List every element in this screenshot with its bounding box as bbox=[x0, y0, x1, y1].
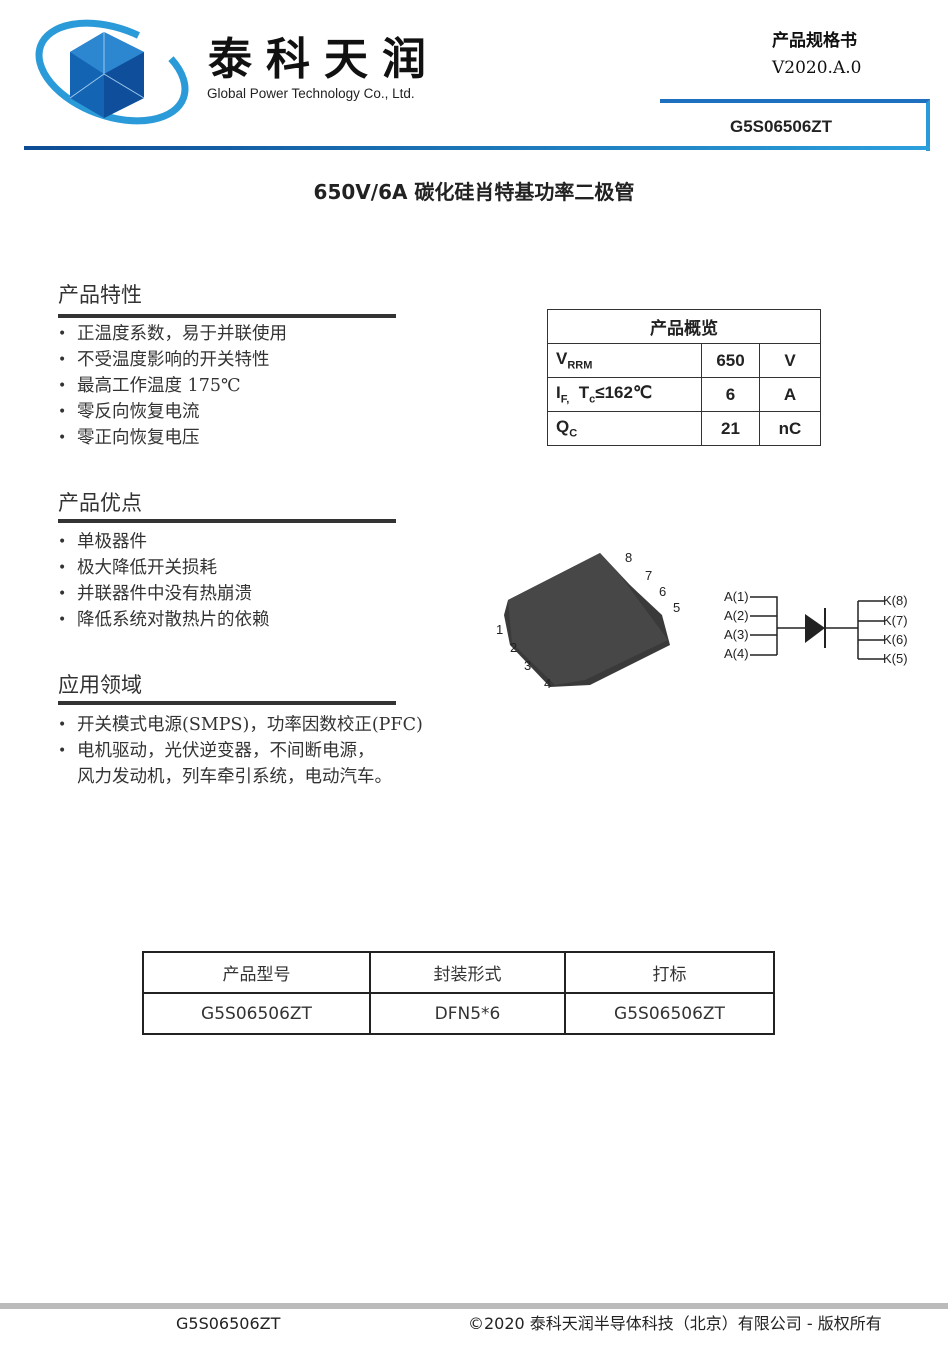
param-subscript: F, bbox=[560, 393, 570, 406]
company-name-cn: 泰科天润 bbox=[208, 34, 440, 85]
list-item: 并联器件中没有热崩溃 bbox=[58, 581, 270, 607]
list-item: 风力发动机，列车牵引系统，电动汽车。 bbox=[77, 767, 392, 787]
table-header-row: 产品型号 封装形式 打标 bbox=[142, 951, 775, 994]
anode-label: A(2) bbox=[724, 608, 749, 623]
value-cell: 650 bbox=[701, 343, 760, 378]
cathode-label: K(8) bbox=[883, 593, 908, 608]
list-item: 零正向恢复电压 bbox=[58, 425, 287, 451]
param-condition: ≤162℃ bbox=[595, 383, 653, 403]
pin-label: 3 bbox=[524, 658, 532, 673]
column-header: 产品型号 bbox=[142, 951, 371, 994]
param-cell: IF, Tc≤162℃ bbox=[547, 377, 702, 412]
pin-label: 7 bbox=[645, 568, 653, 583]
unit-cell: A bbox=[759, 377, 821, 412]
table-row: QC 21 nC bbox=[547, 411, 821, 446]
param-cell: QC bbox=[547, 411, 702, 446]
part-number: G5S06506ZT bbox=[730, 117, 833, 136]
column-header: 打标 bbox=[564, 951, 775, 994]
list-item: 电机驱动，光伏逆变器，不间断电源， bbox=[58, 738, 423, 764]
param-symbol: Q bbox=[556, 417, 570, 437]
table-row: G5S06506ZT DFN5*6 G5S06506ZT bbox=[142, 992, 775, 1035]
divider bbox=[58, 701, 396, 705]
list-item: 正温度系数，易于并联使用 bbox=[58, 321, 287, 347]
version: V2020.A.0 bbox=[772, 58, 862, 78]
list-item: 零反向恢复电流 bbox=[58, 399, 287, 425]
order-table: 产品型号 封装形式 打标 G5S06506ZT DFN5*6 G5S06506Z… bbox=[142, 951, 775, 1035]
anode-label: A(4) bbox=[724, 646, 749, 661]
table-cell: G5S06506ZT bbox=[564, 992, 775, 1035]
pin-label: 5 bbox=[673, 600, 681, 615]
logo-cube-icon bbox=[35, 19, 189, 125]
header-divider bbox=[24, 146, 930, 150]
table-row: IF, Tc≤162℃ 6 A bbox=[547, 377, 821, 412]
param-subscript: c bbox=[589, 393, 596, 406]
applications-list: 开关模式电源(SMPS)，功率因数校正(PFC) 电机驱动，光伏逆变器，不间断电… bbox=[58, 712, 423, 790]
table-cell: G5S06506ZT bbox=[142, 992, 371, 1035]
pin-label: 4 bbox=[544, 676, 552, 691]
unit-cell: V bbox=[759, 343, 821, 378]
list-item: 开关模式电源(SMPS)，功率因数校正(PFC) bbox=[58, 712, 423, 738]
list-item: 降低系统对散热片的依赖 bbox=[58, 607, 270, 633]
column-header: 封装形式 bbox=[369, 951, 566, 994]
value-cell: 6 bbox=[701, 377, 760, 412]
cathode-label: K(6) bbox=[883, 632, 908, 647]
doc-type: 产品规格书 bbox=[772, 31, 857, 51]
cathode-label: K(5) bbox=[883, 651, 908, 666]
param-symbol: V bbox=[556, 349, 568, 369]
package-image bbox=[504, 553, 670, 687]
table-row: VRRM 650 V bbox=[547, 343, 821, 378]
diode-schematic-icon bbox=[750, 596, 885, 660]
company-name-en: Global Power Technology Co., Ltd. bbox=[207, 86, 415, 101]
divider bbox=[58, 519, 396, 523]
list-item: 极大降低开关损耗 bbox=[58, 555, 270, 581]
param-subscript: RRM bbox=[567, 359, 593, 372]
param-subscript: C bbox=[569, 427, 578, 440]
pin-label: 2 bbox=[510, 640, 518, 655]
anode-label: A(3) bbox=[724, 627, 749, 642]
overview-heading: 产品概览 bbox=[547, 309, 821, 344]
unit-cell: nC bbox=[759, 411, 821, 446]
param-cell: VRRM bbox=[547, 343, 702, 378]
divider bbox=[58, 314, 396, 318]
pin-label: 8 bbox=[625, 550, 633, 565]
value-cell: 21 bbox=[701, 411, 760, 446]
footer-copyright: ©2020 泰科天润半导体科技（北京）有限公司 - 版权所有 bbox=[468, 1314, 882, 1333]
applications-heading: 应用领域 bbox=[58, 673, 142, 697]
list-item: 最高工作温度 175℃ bbox=[58, 373, 287, 399]
param-symbol: I bbox=[556, 383, 561, 403]
features-list: 正温度系数，易于并联使用 不受温度影响的开关特性 最高工作温度 175℃ 零反向… bbox=[58, 321, 287, 451]
list-item: 不受温度影响的开关特性 bbox=[58, 347, 287, 373]
overview-table: 产品概览 VRRM 650 V IF, Tc≤162℃ 6 A QC 21 nC bbox=[547, 309, 821, 446]
table-cell: DFN5*6 bbox=[369, 992, 566, 1035]
pin-label: 1 bbox=[496, 622, 504, 637]
part-box bbox=[660, 99, 930, 151]
list-item: 单极器件 bbox=[58, 529, 270, 555]
advantages-list: 单极器件 极大降低开关损耗 并联器件中没有热崩溃 降低系统对散热片的依赖 bbox=[58, 529, 270, 633]
anode-label: A(1) bbox=[724, 589, 749, 604]
advantages-heading: 产品优点 bbox=[58, 491, 142, 515]
param-symbol: T bbox=[569, 383, 590, 403]
footer-divider bbox=[0, 1303, 948, 1309]
features-heading: 产品特性 bbox=[58, 283, 142, 307]
pin-label: 6 bbox=[659, 584, 667, 599]
page-title: 650V/6A 碳化硅肖特基功率二极管 bbox=[313, 180, 635, 204]
cathode-label: K(7) bbox=[883, 613, 908, 628]
footer-part: G5S06506ZT bbox=[176, 1314, 281, 1333]
